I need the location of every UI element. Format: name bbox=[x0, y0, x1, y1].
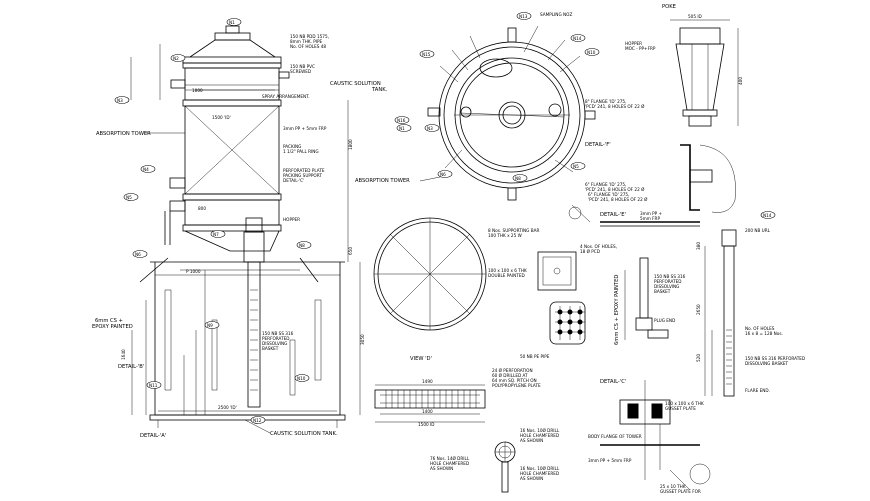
label-pipe-note: 50 NB PE PIPE bbox=[520, 354, 550, 359]
svg-text:N3: N3 bbox=[427, 126, 433, 131]
svg-text:N6: N6 bbox=[440, 172, 446, 177]
label-epoxy-left: 6mm CS +EPOXY PAINTED bbox=[92, 318, 133, 330]
dim-1490: 1490 bbox=[422, 379, 433, 384]
svg-text:N3: N3 bbox=[117, 98, 123, 103]
view-d bbox=[374, 384, 486, 423]
dim-3050: 3050 bbox=[360, 334, 365, 345]
svg-text:N10: N10 bbox=[297, 376, 306, 381]
label-detail-b-left: DETAIL-'B' bbox=[118, 364, 144, 370]
label-absorption-plan: ABSORPTION TOWER bbox=[355, 178, 410, 184]
svg-text:N8: N8 bbox=[299, 243, 305, 248]
label-sampling: SAMPLING NOZ bbox=[540, 12, 572, 17]
absorption-tower-elevation bbox=[130, 25, 361, 428]
svg-text:N2: N2 bbox=[173, 56, 179, 61]
label-detail-a: DETAIL-'A' bbox=[140, 433, 166, 439]
hopper-detail bbox=[670, 19, 739, 127]
label-absorption-tower: ABSORPTION TOWER bbox=[96, 131, 151, 137]
label-dn200: 200 NB URL bbox=[745, 228, 771, 233]
label-flange-top: 8" FLANGE 'ID' 275,'PCD' 241, 8 HOLES OF… bbox=[585, 99, 645, 109]
dim-1000: 1000 bbox=[192, 88, 203, 93]
label-detail-c: DETAIL-'C' bbox=[600, 379, 626, 385]
svg-text:N14: N14 bbox=[573, 36, 582, 41]
label-epoxy-right: 6mm CS + EPOXY PAINTED bbox=[614, 275, 620, 345]
dim-1640: 1640 bbox=[121, 349, 126, 360]
label-spray-arrangement: SPRAY ARRANGEMENT. bbox=[262, 94, 310, 99]
svg-text:N1: N1 bbox=[229, 20, 235, 25]
svg-text:N9: N9 bbox=[207, 323, 213, 328]
right-details bbox=[568, 144, 737, 491]
label-holes: 4 Nos. OF HOLES,18 Ø PCD bbox=[580, 244, 617, 254]
dim-1500id: 1500 ID bbox=[418, 422, 434, 427]
svg-text:N5: N5 bbox=[573, 164, 579, 169]
dim-1400: 1400 bbox=[422, 409, 433, 414]
label-frp-bottom: 3mm PP + 5mm FRP bbox=[588, 458, 632, 463]
svg-text:N15: N15 bbox=[422, 52, 431, 57]
svg-text:N10: N10 bbox=[587, 50, 596, 55]
tags-left: N1 N2 N3 N4 N5 N6 N7 N8 N9 N10 N11 N12 bbox=[114, 18, 312, 424]
label-frp-top: 3mm PP + 5mm FRP bbox=[283, 126, 327, 131]
plan-view bbox=[427, 25, 596, 201]
svg-text:N12: N12 bbox=[253, 418, 262, 423]
perforation-grid bbox=[549, 301, 586, 345]
dim-1500: 1500 'ID' bbox=[212, 115, 231, 120]
dim-380: 380 bbox=[696, 242, 701, 250]
label-plug-end: PLUG END bbox=[654, 318, 675, 323]
dim-2500: 2500 'ID' bbox=[218, 405, 237, 410]
dim-800: 800 bbox=[198, 206, 206, 211]
svg-text:N11: N11 bbox=[149, 383, 158, 388]
svg-text:N13: N13 bbox=[519, 14, 528, 19]
svg-text:N5: N5 bbox=[126, 195, 132, 200]
svg-text:N8: N8 bbox=[515, 176, 521, 181]
pipe-end-details bbox=[494, 441, 516, 493]
label-view-d: VIEW 'D' bbox=[410, 356, 432, 362]
svg-text:N1: N1 bbox=[399, 126, 405, 131]
svg-text:N6: N6 bbox=[135, 252, 141, 257]
label-detail-f: DETAIL-'F' bbox=[585, 142, 611, 148]
svg-text:N7: N7 bbox=[213, 232, 219, 237]
dim-505: 505 ID bbox=[688, 14, 702, 19]
label-body-flange: BODY FLANGE OF TOWER bbox=[588, 434, 642, 439]
perforated-plate-view bbox=[373, 217, 487, 331]
svg-text:N4: N4 bbox=[143, 167, 149, 172]
svg-text:N14: N14 bbox=[763, 213, 772, 218]
label-hopper-left: HOPPER bbox=[283, 217, 300, 222]
dim-2650: 2650 bbox=[696, 304, 701, 315]
tags-plan: N13 N14 N15 N16 N1 N3 N5 N6 N8 N10 bbox=[394, 12, 600, 182]
label-flange: 6" FLANGE 'ID' 275,'PCD' 241, 8 HOLES OF… bbox=[585, 182, 645, 192]
label-frp-right: 3mm PP +5mm FRP bbox=[640, 211, 663, 221]
label-flange-detail: 6" FLANGE 'ID' 275,'PCD' 241, 8 HOLES OF… bbox=[588, 192, 648, 202]
dim-650: 650 bbox=[348, 247, 353, 255]
label-flared-end: FLARE END. bbox=[745, 388, 770, 393]
dim-p1000: P 1000 bbox=[186, 269, 201, 274]
detail-square bbox=[537, 251, 577, 291]
label-detail-e: DETAIL-'E' bbox=[600, 212, 626, 218]
dim-520: 520 bbox=[696, 354, 701, 362]
dim-400: 400 bbox=[738, 77, 743, 85]
svg-text:N16: N16 bbox=[397, 118, 406, 123]
label-poke: POKE bbox=[662, 4, 676, 10]
dim-1800: 1800 bbox=[348, 139, 353, 150]
label-caustic-bottom: CAUSTIC SOLUTION TANK. bbox=[270, 431, 338, 437]
